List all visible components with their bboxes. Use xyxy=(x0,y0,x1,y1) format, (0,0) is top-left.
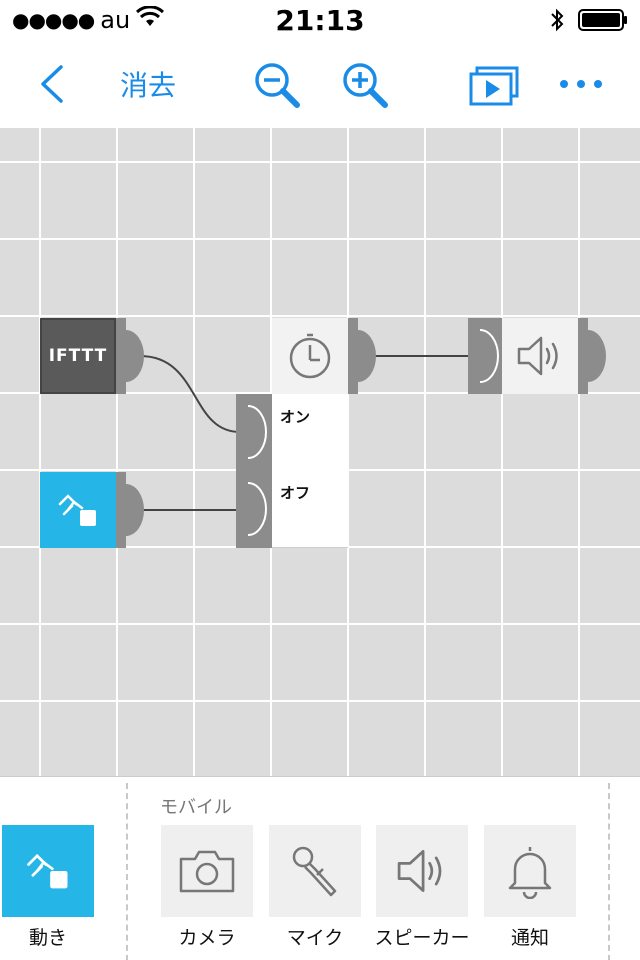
back-button[interactable] xyxy=(30,62,74,106)
palette-category-label: モバイル xyxy=(160,797,232,818)
speaker-icon xyxy=(397,850,442,892)
timer-output-connector[interactable] xyxy=(348,318,376,394)
connection-layer xyxy=(116,318,606,548)
ifttt-block[interactable]: IFTTT xyxy=(40,318,116,394)
timer-icon xyxy=(289,333,331,379)
speaker-icon xyxy=(517,336,558,376)
palette-item-camera[interactable] xyxy=(161,825,253,917)
timer-on-label: オン xyxy=(280,408,311,426)
motion-block[interactable] xyxy=(40,472,116,548)
palette-item-microphone[interactable] xyxy=(269,825,361,917)
block-palette: 動き モバイル カメラ マイク スピーカー 通知 xyxy=(0,776,640,960)
status-left: ●●●●● au xyxy=(12,5,165,34)
zoom-out-button[interactable] xyxy=(250,58,304,112)
more-icon xyxy=(560,80,602,88)
microphone-icon xyxy=(292,846,337,897)
program-canvas[interactable]: IFTTT オン オフ xyxy=(0,128,640,776)
status-bar: ●●●●● au 21:13 xyxy=(0,0,640,40)
palette-item-notification[interactable] xyxy=(484,825,576,917)
speaker-input-connector[interactable] xyxy=(468,318,502,394)
ifttt-output-connector[interactable] xyxy=(116,318,144,394)
speaker-output-connector[interactable] xyxy=(578,318,606,394)
slideshow-button[interactable] xyxy=(468,60,524,110)
camera-icon xyxy=(179,850,235,893)
zoom-out-icon xyxy=(255,63,300,108)
timer-on-input-connector[interactable] xyxy=(236,394,272,471)
chevron-left-icon xyxy=(41,65,63,103)
bluetooth-icon xyxy=(550,8,564,36)
wire-ifttt-to-timer-on xyxy=(139,355,241,433)
motion-icon xyxy=(27,853,68,889)
wifi-icon xyxy=(136,5,165,34)
signal-strength: ●●●●● xyxy=(12,8,95,32)
bell-icon xyxy=(508,847,552,899)
timer-block[interactable] xyxy=(272,318,348,394)
more-button[interactable] xyxy=(556,64,606,104)
nav-bar: 消去 xyxy=(0,40,640,128)
zoom-in-icon xyxy=(343,63,388,108)
clear-button[interactable]: 消去 xyxy=(120,69,177,102)
motion-icon xyxy=(58,494,96,526)
ifttt-logo: IFTTT xyxy=(48,346,108,366)
palette-label-speaker: スピーカー xyxy=(374,927,470,949)
palette-label-notification: 通知 xyxy=(510,927,549,949)
palette-label-microphone: マイク xyxy=(286,927,344,949)
palette-divider-right xyxy=(608,783,610,960)
status-right xyxy=(550,8,628,36)
carrier-name: au xyxy=(100,6,131,34)
palette-item-motion[interactable] xyxy=(2,825,94,917)
status-time: 21:13 xyxy=(275,4,365,37)
timer-off-label: オフ xyxy=(280,484,311,502)
zoom-in-button[interactable] xyxy=(338,58,392,112)
timer-io-panel: オン オフ xyxy=(272,394,348,548)
palette-item-speaker[interactable] xyxy=(376,825,468,917)
slideshow-icon xyxy=(469,66,519,106)
speaker-block[interactable] xyxy=(502,318,578,394)
palette-label-camera: カメラ xyxy=(178,927,236,949)
motion-output-connector[interactable] xyxy=(116,472,144,548)
timer-off-input-connector[interactable] xyxy=(236,471,272,548)
palette-divider xyxy=(126,783,128,960)
battery-icon xyxy=(578,9,628,35)
palette-label-motion: 動き xyxy=(28,927,67,949)
